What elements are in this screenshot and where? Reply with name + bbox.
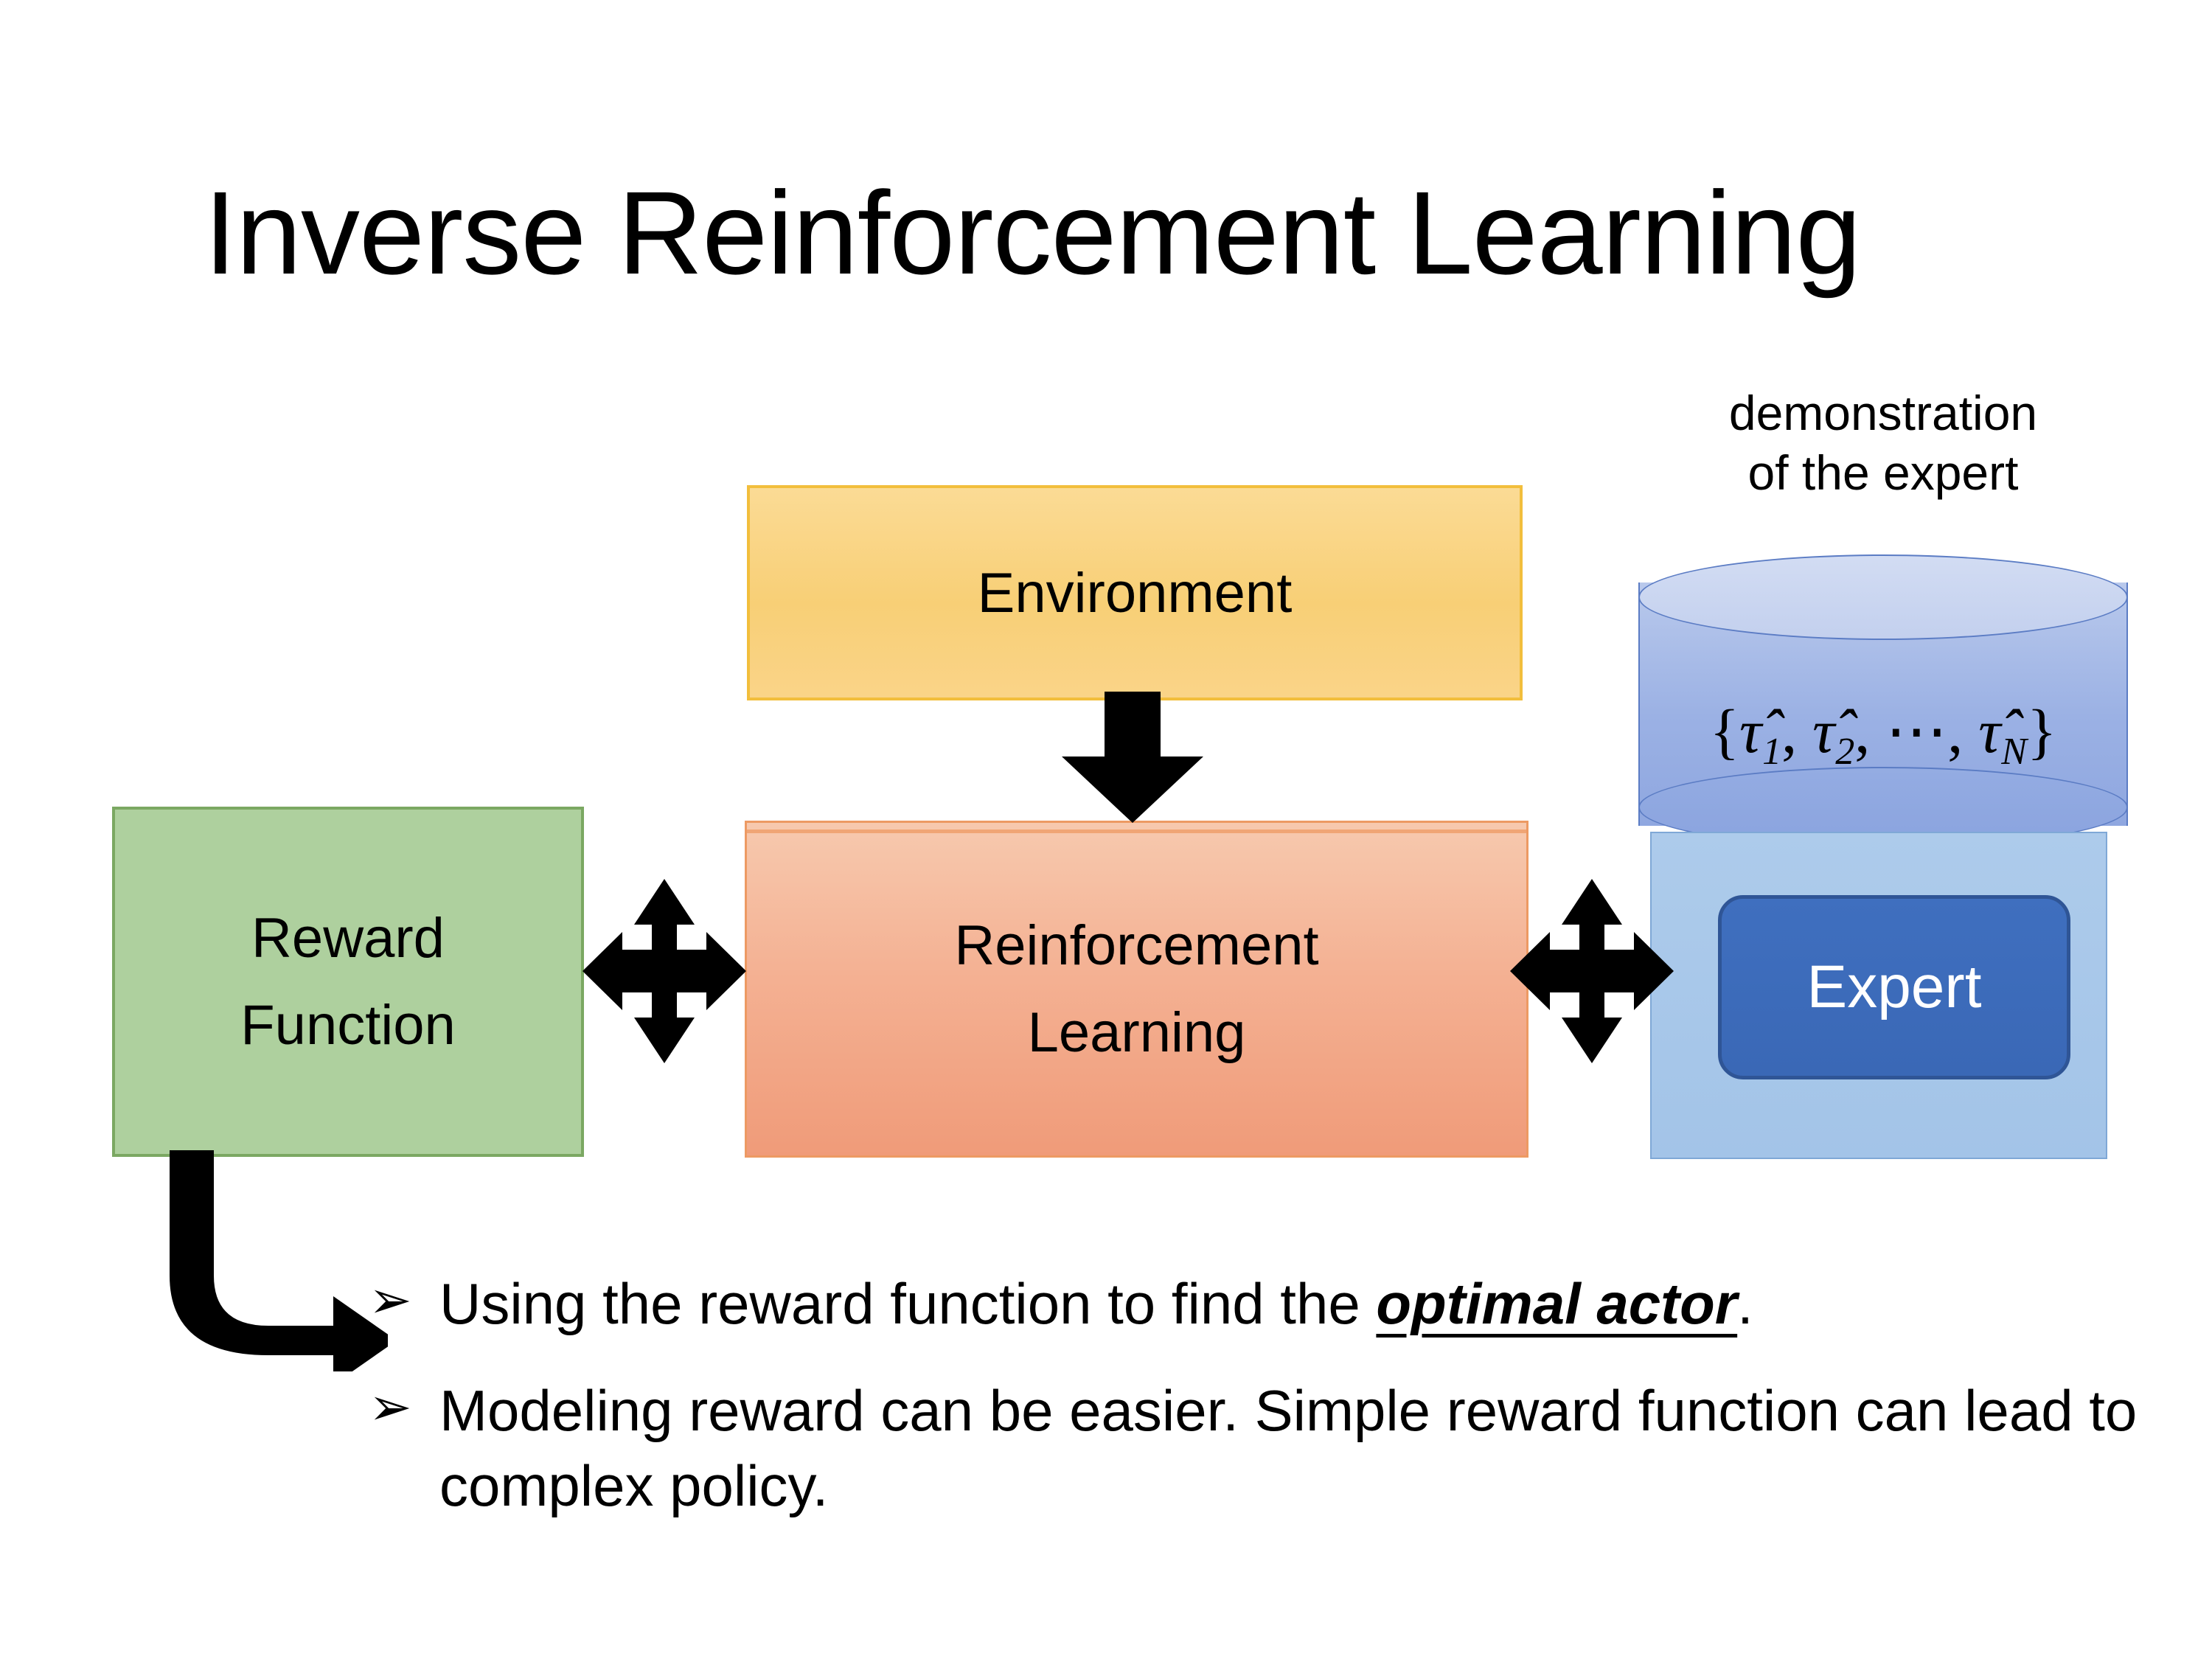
demonstration-caption-line2: of the expert [1747, 445, 2019, 500]
page-title: Inverse Reinforcement Learning [204, 167, 1862, 299]
demonstration-database-cylinder: {τ̂1, τ̂2, ⋯, τ̂N} [1638, 554, 2128, 858]
subscript-2: 2 [1835, 730, 1855, 773]
demonstration-caption: demonstration of the expert [1619, 383, 2147, 502]
bullet-2-text: Modeling reward can be easier. Simple re… [439, 1378, 2138, 1518]
rl-expert-bidirectional-arrow [1510, 879, 1674, 1063]
open-brace: { [1709, 698, 1740, 766]
cylinder-top-ellipse [1638, 554, 2128, 640]
bullet-1-emphasis: optimal actor [1376, 1271, 1738, 1336]
list-item: ➢ Modeling reward can be easier. Simple … [369, 1374, 2138, 1523]
reward-rl-bidirectional-arrow [582, 879, 746, 1063]
sep-3: , [1947, 698, 1964, 766]
list-item: ➢ Using the reward function to find the … [369, 1267, 2138, 1341]
environment-to-rl-down-arrow [1062, 692, 1203, 823]
ellipsis: ⋯ [1885, 698, 1948, 766]
subscript-n: N [2001, 730, 2027, 773]
sep-2: , [1854, 698, 1871, 766]
reward-to-bullets-bent-arrow [170, 1150, 388, 1371]
reward-function-line2: Function [240, 993, 456, 1057]
bullet-1-text-after: . [1737, 1271, 1753, 1336]
expert-box[interactable]: Expert [1718, 895, 2070, 1079]
reinforcement-learning-line1: Reinforcement [954, 914, 1319, 977]
reinforcement-learning-box[interactable]: Reinforcement Learning [745, 821, 1528, 1158]
reward-function-box[interactable]: Reward Function [112, 807, 584, 1157]
close-brace: } [2026, 698, 2057, 766]
reward-function-line1: Reward [251, 906, 445, 970]
bullet-list: ➢ Using the reward function to find the … [369, 1267, 2138, 1556]
subscript-1: 1 [1762, 730, 1782, 773]
sep-1: , [1781, 698, 1798, 766]
demonstration-caption-line1: demonstration [1728, 386, 2038, 440]
reinforcement-learning-line2: Learning [1027, 1001, 1246, 1064]
bullet-1-text-before: Using the reward function to find the [439, 1271, 1377, 1336]
bullet-arrow-icon: ➢ [369, 1378, 412, 1436]
trajectory-set-label: {τ̂1, τ̂2, ⋯, τ̂N} [1709, 698, 2057, 773]
environment-box[interactable]: Environment [747, 485, 1523, 700]
bullet-arrow-icon: ➢ [369, 1271, 412, 1329]
